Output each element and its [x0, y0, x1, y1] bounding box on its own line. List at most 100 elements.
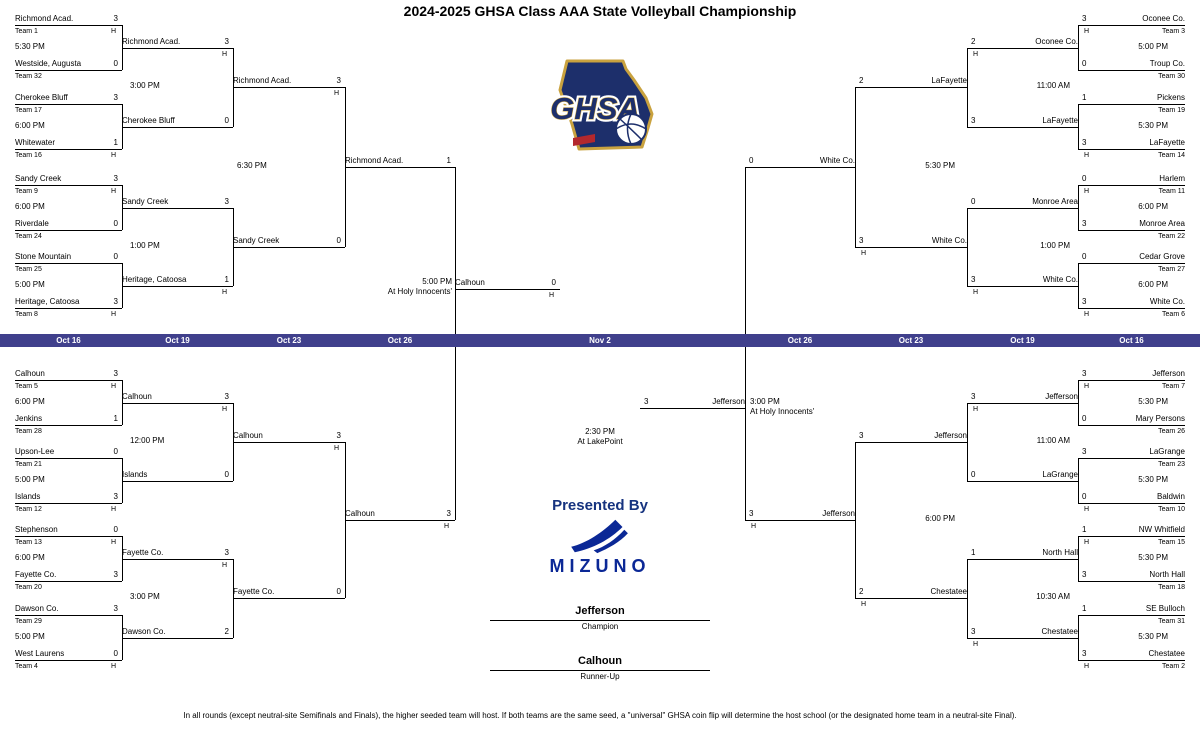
team-line [122, 558, 233, 560]
event-venue: At LakePoint [577, 437, 623, 446]
team-score: 0 [1082, 492, 1087, 501]
team-name: Dawson Co. [15, 604, 59, 613]
home-marker: H [1084, 311, 1090, 318]
team-seed: Team 30 [1158, 73, 1185, 80]
bracket-connector [967, 558, 968, 638]
team-entry-sub: H [455, 291, 560, 300]
team-entry-sub: Team 19 [1078, 106, 1185, 115]
home-marker: H [1084, 383, 1090, 390]
team-name: Harlem [1159, 174, 1185, 183]
team-name: Upson-Lee [15, 447, 55, 456]
team-score: 3 [446, 508, 451, 518]
bracket-connector [855, 87, 856, 247]
team-entry-sub: Team 27 [1078, 265, 1185, 274]
match-time: 11:00 AM [1036, 435, 1070, 445]
match-time: 5:00 PM [15, 474, 45, 484]
team-seed: Team 13 [15, 539, 42, 546]
team-name: Jefferson [1045, 391, 1078, 401]
team-line [640, 408, 745, 409]
bracket-connector [1078, 380, 1079, 425]
team-seed: Team 22 [1158, 233, 1185, 240]
team-score: 0 [749, 155, 754, 165]
match-time: 3:00 PM [130, 81, 160, 90]
team-name: White Co. [1149, 297, 1185, 306]
match-time: 6:00 PM [15, 120, 45, 130]
home-marker: H [973, 405, 979, 413]
team-score: 0 [113, 525, 118, 534]
home-marker: H [751, 522, 757, 530]
team-score: 3 [224, 36, 229, 46]
team-name: Calhoun [122, 391, 152, 401]
team-entry-sub: Team 32 [15, 72, 122, 81]
team-entry-sub: Team 22 [1078, 232, 1185, 241]
home-marker: H [110, 152, 116, 159]
match-time: 6:00 PM [15, 201, 45, 211]
home-marker [116, 232, 122, 241]
team-line [122, 126, 233, 128]
event-time: 5:00 PM [422, 277, 452, 286]
date-label: Oct 16 [56, 336, 81, 345]
team-score: 0 [336, 587, 341, 596]
team-score: 0 [1082, 59, 1087, 68]
team-line [967, 558, 1078, 560]
event-venue: At Holy Innocents' [387, 287, 452, 296]
match-time: 6:00 PM [1138, 279, 1168, 289]
team-seed: Team 12 [15, 506, 42, 513]
team-score: 3 [113, 570, 118, 579]
match-time: 5:30 PM [15, 41, 45, 51]
team-score: 3 [971, 626, 976, 636]
team-seed: Team 8 [15, 311, 38, 318]
team-line [233, 87, 345, 88]
team-score: 1 [1082, 93, 1087, 102]
team-name: West Laurens [15, 649, 65, 658]
team-score: 1 [446, 155, 451, 165]
bracket-connector [1078, 263, 1079, 308]
team-line [15, 615, 122, 616]
home-marker: H [548, 292, 554, 299]
team-line [1078, 660, 1185, 661]
home-marker: H [110, 28, 116, 35]
team-line [15, 581, 122, 582]
team-line [1078, 25, 1185, 26]
team-entry: Fayette Co.3 [15, 570, 122, 580]
team-entry-sub: H [122, 50, 233, 59]
team-score: 1 [971, 547, 976, 557]
team-name: Cedar Grove [1139, 252, 1185, 261]
home-marker: H [221, 561, 227, 569]
match-time: 3:00 PM [130, 592, 160, 601]
match-time: 6:00 PM [925, 513, 955, 523]
volleyball-icon [615, 113, 647, 145]
team-name: Westside, Augusta [15, 59, 82, 68]
date-label: Oct 16 [1119, 336, 1144, 345]
home-marker: H [333, 90, 339, 97]
team-name: Richmond Acad. [122, 36, 181, 46]
home-marker [1078, 72, 1084, 81]
champion-line [490, 620, 710, 621]
ghsa-logo: GHSA GHSA [548, 59, 654, 151]
team-score: 1 [1082, 604, 1087, 613]
team-seed: Team 19 [1158, 107, 1185, 114]
team-name: NW Whitfield [1138, 525, 1185, 534]
bracket-connector [1078, 615, 1079, 660]
team-line [1078, 104, 1185, 105]
